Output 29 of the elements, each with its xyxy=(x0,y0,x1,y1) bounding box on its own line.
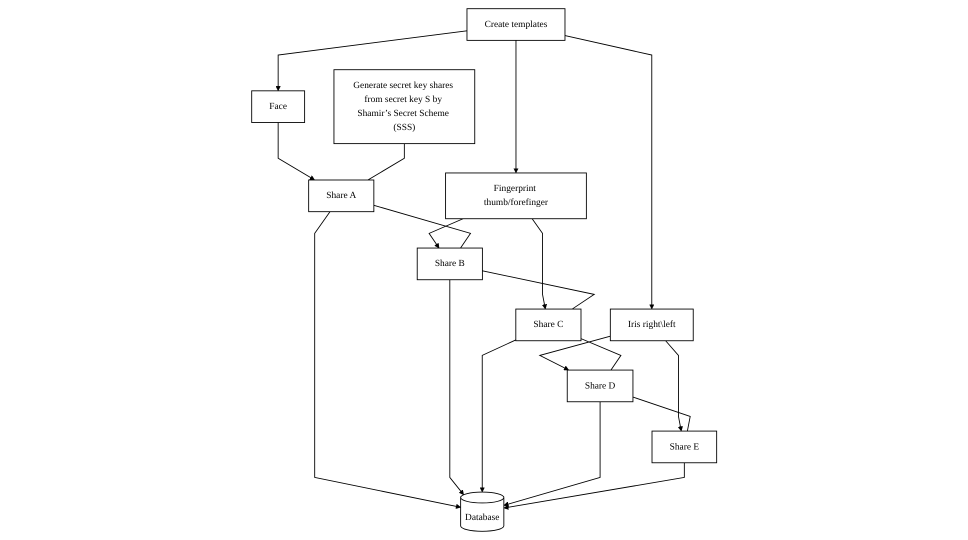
node-box xyxy=(515,308,582,342)
node-box xyxy=(333,69,475,144)
node-box xyxy=(610,308,694,342)
connector xyxy=(482,270,596,310)
arrow xyxy=(278,122,315,180)
connector xyxy=(580,338,622,371)
arrow xyxy=(665,340,683,432)
arrow xyxy=(513,40,518,174)
arrow xyxy=(503,401,600,507)
arrow xyxy=(564,35,654,310)
arrow xyxy=(532,218,547,310)
arrow xyxy=(314,211,461,509)
flowchart-diagram: Create templates Face Fingerprint thumb/forefinger Iris right\left Generate secret key shares from secret key S by Shamir’s Secret Scheme (SSS) Share A Share B Share C Share D Share E Database xyxy=(246,4,722,536)
arrow xyxy=(449,279,464,495)
node-box xyxy=(444,172,587,220)
arrow xyxy=(275,30,468,92)
connector xyxy=(632,396,691,432)
node-box xyxy=(251,90,305,123)
node-box xyxy=(651,430,717,464)
node-box xyxy=(308,180,374,212)
node-box xyxy=(566,370,634,402)
arrow xyxy=(538,336,611,370)
node-box xyxy=(466,8,566,41)
node-box xyxy=(416,248,483,280)
connector xyxy=(373,204,472,248)
arrow xyxy=(428,218,464,248)
arrow xyxy=(479,340,516,492)
arrow xyxy=(503,462,685,510)
connector xyxy=(367,143,405,180)
